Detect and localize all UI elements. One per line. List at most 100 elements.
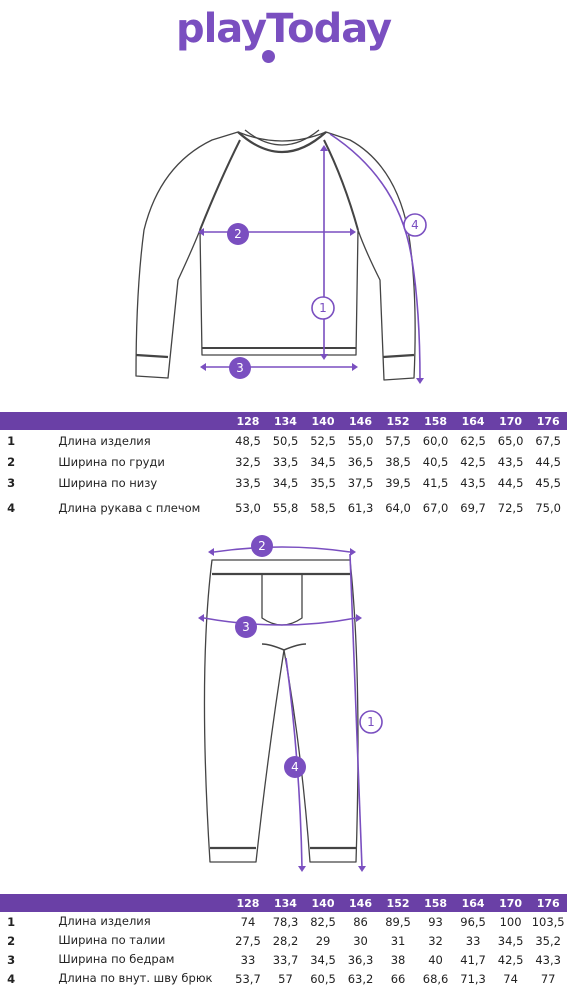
cell-value: 33,5 — [272, 454, 299, 469]
brand-logo: playToday — [0, 0, 567, 70]
table-row: 2 Ширина по талии 27,5 28,2 29 30 31 32 … — [0, 931, 567, 950]
table-row: 4 Длина рукава с плечом 53,0 55,8 58,5 6… — [0, 493, 567, 523]
size-header-row: 128 134 140 146 152 158 164 170 176 — [0, 894, 567, 912]
cell-value: 36,3 — [347, 952, 374, 967]
cell-value: 61,3 — [347, 501, 374, 515]
cell-value: 28,2 — [272, 933, 299, 948]
size-header: 146 — [349, 414, 372, 428]
cell-value: 93 — [428, 914, 443, 929]
cell-value: 65,0 — [497, 433, 524, 448]
cell-value: 33 — [465, 933, 481, 948]
sweatshirt-diagram: 1 2 3 4 — [0, 110, 567, 400]
cell-value: 43,5 — [460, 475, 486, 490]
cell-value: 41,7 — [460, 952, 486, 967]
cell-value: 67,0 — [422, 501, 449, 515]
size-header-row: 128 134 140 146 152 158 164 170 176 — [0, 412, 567, 430]
size-header: 152 — [386, 414, 410, 428]
row-label: Ширина по низу — [58, 475, 158, 490]
cell-value: 37,5 — [347, 475, 374, 490]
cell-value: 33,5 — [235, 475, 261, 490]
cell-value: 34,5 — [310, 454, 336, 469]
cell-value: 38,5 — [385, 454, 411, 469]
table-row: 1 Длина изделия 74 78,3 82,5 86 89,5 93 … — [0, 912, 567, 931]
cell-value: 89,5 — [385, 914, 411, 929]
cell-value: 35,5 — [310, 475, 336, 490]
size-header: 140 — [311, 896, 335, 910]
pants-marker-2: 2 — [251, 535, 273, 557]
svg-text:3: 3 — [236, 361, 244, 375]
cell-value: 40,5 — [422, 454, 449, 469]
cell-value: 100 — [499, 914, 522, 929]
row-label: Длина рукава с плечом — [58, 501, 201, 515]
pants-diagram: 1 2 3 4 — [0, 532, 567, 882]
cell-value: 69,7 — [460, 501, 486, 515]
cell-value: 67,5 — [535, 433, 561, 448]
cell-value: 62,5 — [460, 433, 486, 448]
logo-dot — [262, 50, 275, 63]
cell-value: 27,5 — [235, 933, 261, 948]
size-header: 128 — [236, 414, 260, 428]
cell-value: 41,5 — [422, 475, 449, 490]
cell-value: 31 — [390, 933, 406, 948]
row-number: 4 — [7, 501, 16, 515]
cell-value: 40 — [428, 952, 443, 967]
size-header: 140 — [311, 414, 335, 428]
size-header: 152 — [386, 896, 410, 910]
row-label: Ширина по талии — [58, 933, 166, 947]
svg-text:4: 4 — [291, 760, 299, 774]
size-header: 134 — [274, 896, 297, 910]
svg-text:4: 4 — [411, 218, 419, 232]
cell-value: 74 — [503, 971, 518, 986]
cell-value: 63,2 — [347, 971, 374, 986]
cell-value: 55,8 — [272, 501, 299, 515]
pants-marker-3: 3 — [235, 616, 257, 638]
cell-value: 64,0 — [385, 501, 411, 515]
cell-value: 30 — [353, 933, 368, 948]
cell-value: 33,7 — [272, 952, 299, 967]
size-header: 128 — [236, 896, 260, 910]
row-label: Длина по внут. шву брюк — [58, 971, 213, 985]
cell-value: 75,0 — [535, 501, 561, 515]
row-label: Длина изделия — [58, 914, 151, 928]
size-header: 176 — [536, 896, 560, 910]
row-number: 2 — [7, 454, 16, 469]
cell-value: 103,5 — [531, 914, 565, 929]
svg-text:2: 2 — [258, 539, 266, 553]
cell-value: 43,5 — [497, 454, 524, 469]
svg-text:1: 1 — [319, 301, 327, 315]
svg-text:2: 2 — [234, 227, 242, 241]
svg-text:3: 3 — [242, 620, 250, 634]
cell-value: 53,0 — [235, 501, 261, 515]
cell-value: 96,5 — [460, 914, 486, 929]
size-header: 146 — [349, 896, 372, 910]
cell-value: 45,5 — [535, 475, 561, 490]
row-number: 1 — [7, 433, 16, 448]
cell-value: 33 — [240, 952, 256, 967]
cell-value: 43,3 — [535, 952, 561, 967]
shirt-marker-4: 4 — [403, 213, 427, 237]
cell-value: 50,5 — [272, 433, 299, 448]
size-header: 176 — [536, 414, 560, 428]
size-header: 158 — [424, 896, 448, 910]
cell-value: 74 — [240, 914, 256, 929]
cell-value: 60,0 — [422, 433, 449, 448]
pants-marker-1: 1 — [359, 710, 383, 734]
cell-value: 34,5 — [497, 933, 524, 948]
cell-value: 32 — [428, 933, 443, 948]
pants-marker-4: 4 — [284, 756, 306, 778]
cell-value: 36,5 — [347, 454, 374, 469]
cell-value: 44,5 — [535, 454, 561, 469]
size-header: 164 — [461, 896, 485, 910]
cell-value: 82,5 — [310, 914, 336, 929]
logo-text: playToday — [175, 6, 392, 52]
shirt-marker-2: 2 — [227, 223, 249, 245]
cell-value: 58,5 — [310, 501, 336, 515]
row-label: Ширина по бедрам — [58, 952, 175, 966]
pants-size-table: 128 134 140 146 152 158 164 170 176 1 Дл… — [0, 894, 567, 988]
cell-value: 44,5 — [497, 475, 524, 490]
size-header: 158 — [424, 414, 448, 428]
cell-value: 34,5 — [310, 952, 336, 967]
cell-value: 42,5 — [497, 952, 524, 967]
shirt-marker-3: 3 — [229, 357, 251, 379]
cell-value: 42,5 — [460, 454, 486, 469]
